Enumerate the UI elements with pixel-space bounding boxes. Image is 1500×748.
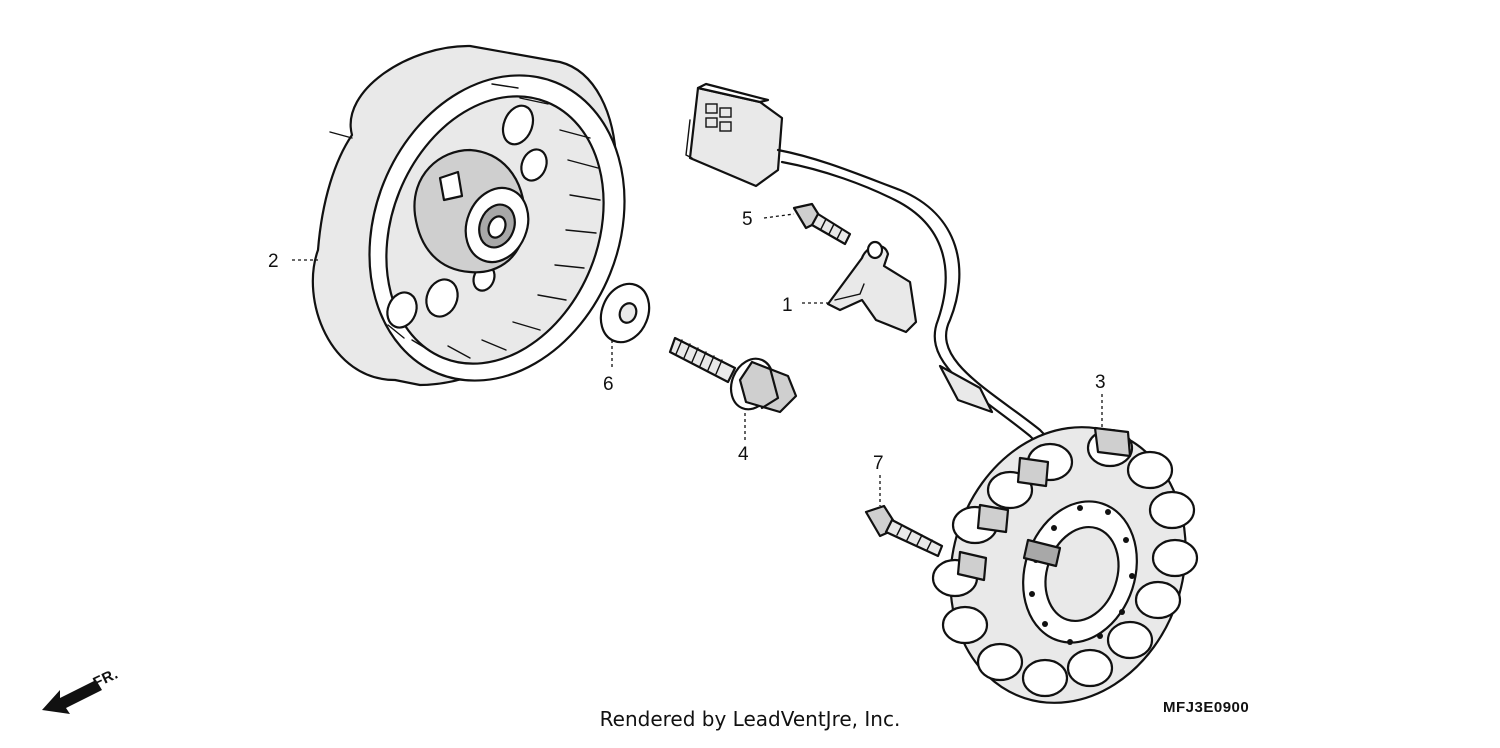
leader-lines	[292, 213, 1103, 506]
flywheel-rotor-drawing	[311, 44, 626, 387]
diagram-code: MFJ3E0900	[1163, 699, 1249, 716]
render-credit: Rendered by LeadVentJre, Inc.	[599, 707, 901, 731]
stator-socket-bolt-drawing	[864, 504, 944, 558]
front-direction-label: FR.	[91, 665, 121, 691]
callout-4: 4	[738, 444, 749, 465]
callout-7: 7	[873, 453, 884, 474]
clamp-bolt-drawing	[792, 202, 852, 246]
callout-6: 6	[603, 374, 614, 395]
callout-5: 5	[742, 209, 753, 230]
callout-1: 1	[782, 295, 793, 316]
stator-assembly-drawing	[931, 426, 1199, 704]
stator-wire-clamp-drawing	[826, 240, 918, 334]
connector-harness-drawing	[685, 82, 1069, 537]
callout-2: 2	[268, 251, 279, 272]
washer-drawing	[599, 282, 651, 344]
callout-3: 3	[1095, 372, 1106, 393]
flange-bolt-drawing	[668, 336, 798, 414]
